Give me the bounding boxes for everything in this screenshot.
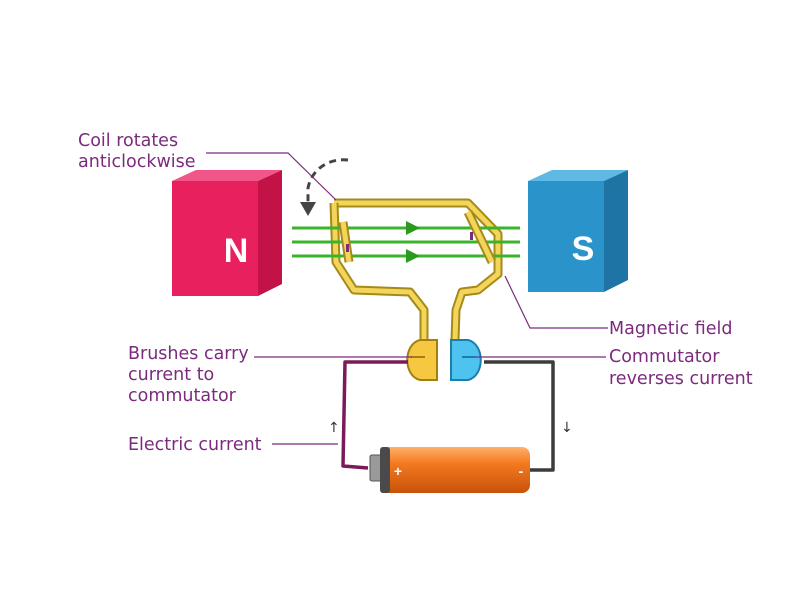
commutator bbox=[406, 339, 482, 381]
south-magnet: S bbox=[528, 170, 628, 292]
north-pole-label: N bbox=[224, 232, 249, 270]
field-direction-arrows bbox=[406, 221, 420, 263]
commutator-right-half bbox=[450, 339, 482, 381]
north-magnet: N bbox=[172, 170, 282, 296]
coil bbox=[329, 198, 503, 341]
field-arrow-icon bbox=[406, 221, 420, 235]
battery-minus-sign: - bbox=[519, 463, 524, 479]
current-direction-marks bbox=[346, 232, 473, 252]
electric-current-label: Electric current bbox=[128, 435, 262, 455]
coil-front-segments bbox=[338, 210, 497, 264]
battery: + - bbox=[369, 447, 530, 493]
battery-plus-sign: + bbox=[394, 463, 402, 479]
rotation-arrow-icon bbox=[300, 158, 349, 216]
current-up-arrow-icon: ↑ bbox=[328, 420, 340, 436]
south-pole-label: S bbox=[572, 230, 595, 268]
brushes-label-line2: current to bbox=[128, 365, 214, 385]
commutator-label-line1: Commutator bbox=[609, 347, 720, 367]
field-arrow-icon bbox=[406, 249, 420, 263]
anticlockwise-label: anticlockwise bbox=[78, 152, 196, 172]
current-down-arrow-icon: ↓ bbox=[561, 420, 573, 436]
brushes-label-line1: Brushes carry bbox=[128, 344, 249, 364]
brushes-label-line3: commutator bbox=[128, 386, 237, 406]
circuit-wires bbox=[341, 360, 555, 472]
commutator-left-half bbox=[406, 339, 438, 381]
magnetic-field-label: Magnetic field bbox=[609, 319, 732, 339]
leader-lines bbox=[206, 152, 608, 445]
wire-left bbox=[341, 360, 408, 470]
coil-rotates-label: Coil rotates bbox=[78, 131, 178, 151]
wire-right bbox=[484, 360, 555, 472]
commutator-label-line2: reverses current bbox=[609, 369, 753, 389]
